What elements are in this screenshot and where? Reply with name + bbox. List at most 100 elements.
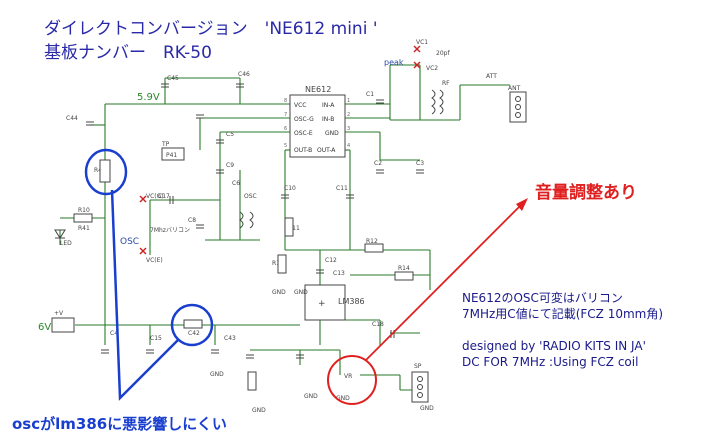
lm386-polarity: + <box>318 299 326 309</box>
power-switch: +V <box>51 310 75 333</box>
label-c2: C2 <box>374 160 382 167</box>
highlight-r40 <box>84 148 128 196</box>
resistors <box>73 159 414 391</box>
note-line-3: designed by 'RADIO KITS IN JA' <box>462 339 646 353</box>
label-c11: C11 <box>336 185 348 192</box>
label-vc-g: VC(G) <box>146 193 164 200</box>
label-r12: R12 <box>366 238 378 245</box>
label-c15: C15 <box>150 335 162 342</box>
label-sp: SP <box>414 363 422 370</box>
power-switch-label: +V <box>54 310 64 317</box>
led-symbol <box>54 229 66 239</box>
ic-ne612: NE612 VCC OSC-G OSC-E OUT-B IN-A IN-B GN… <box>284 85 350 158</box>
red-arrowhead <box>516 198 528 211</box>
label-20pf: 20pf <box>436 50 450 57</box>
note-line-2: 7MHz用C値にて記載(FCZ 10mm角) <box>462 307 664 321</box>
label-att: ATT <box>486 73 497 80</box>
label-c9: C9 <box>226 162 234 169</box>
label-c17: C17 <box>158 193 170 200</box>
pin-gnd: GND <box>325 130 339 137</box>
callout-osc: oscがlm386に悪影響しにくい <box>12 415 227 433</box>
gnd-4: GND <box>252 407 266 414</box>
label-c13: C13 <box>333 270 345 277</box>
lm386-label: LM386 <box>338 297 365 306</box>
connector-sp <box>411 371 429 403</box>
capacitors <box>86 83 424 359</box>
pin-num-5: 5 <box>284 143 287 149</box>
label-c5: C5 <box>226 131 234 138</box>
label-ant: ANT <box>508 85 521 92</box>
connector-ant <box>509 91 527 123</box>
label-vr: VR <box>344 373 352 380</box>
gnd-1: GND <box>272 289 286 296</box>
label-vc1: VC1 <box>416 39 428 46</box>
notes-block: NE612のOSC可変はバリコン 7MHz用C値にて記載(FCZ 10mm角) … <box>462 290 663 370</box>
label-c8: C8 <box>188 217 196 224</box>
note-line-1: NE612のOSC可変はバリコン <box>462 291 623 305</box>
gnd-3: GND <box>210 371 224 378</box>
gnd-labels: GND GND GND GND GND GND GND <box>210 289 434 414</box>
label-tp-val: P41 <box>166 152 177 159</box>
label-rf: RF <box>442 80 450 87</box>
label-tp: TP <box>161 141 170 148</box>
label-c42: C42 <box>188 330 200 337</box>
label-c3: C3 <box>416 160 424 167</box>
note-line-4: DC FOR 7MHz :Using FCZ coil <box>462 355 639 369</box>
label-c4: C4 <box>110 330 118 337</box>
label-r14: R14 <box>398 265 410 272</box>
blue-pointer <box>110 189 179 401</box>
gnd-5: GND <box>304 393 318 400</box>
label-c46: C46 <box>238 71 250 78</box>
varicon-markers <box>139 45 421 255</box>
callout-volume: 音量調整あり <box>535 183 637 203</box>
pin-num-7: 7 <box>284 112 287 118</box>
gnd-6: GND <box>336 395 350 402</box>
label-osc-varicon: 7Mhzバリコン <box>150 227 190 234</box>
gnd-2: GND <box>294 289 308 296</box>
pin-num-6: 6 <box>284 126 287 132</box>
test-point: P41 TP <box>161 141 185 161</box>
gnd-7: GND <box>420 405 434 412</box>
pin-in-a: IN-A <box>322 102 335 109</box>
label-c6: C6 <box>232 180 240 187</box>
label-r10: R10 <box>78 207 90 214</box>
wires <box>59 64 510 391</box>
component-labels: C45 C46 C44 C4 C1 C2 C3 C5 C9 C10 C11 C1… <box>60 39 521 380</box>
annotations <box>84 148 528 405</box>
label-osc-coil: OSC <box>244 193 257 200</box>
label-c45: C45 <box>167 75 179 82</box>
pin-osc-g: OSC-G <box>294 116 314 123</box>
label-led: LED <box>60 240 72 247</box>
highlight-r42 <box>170 303 214 347</box>
pin-num-8: 8 <box>284 98 287 104</box>
label-c44: C44 <box>66 115 78 122</box>
label-r41: R41 <box>78 225 90 232</box>
coils <box>239 89 444 229</box>
label-c18: C18 <box>372 321 384 328</box>
pin-num-3: 3 <box>347 126 350 132</box>
label-osc-var: OSC <box>120 237 139 247</box>
ne612-label: NE612 <box>305 85 331 94</box>
label-peak: peak <box>384 58 404 67</box>
label-c1: C1 <box>366 91 374 98</box>
pin-osc-e: OSC-E <box>294 130 313 137</box>
label-vc2: VC2 <box>426 65 438 72</box>
pin-out-a: OUT-A <box>317 147 336 154</box>
highlight-vr <box>327 355 377 405</box>
title-line-1: ダイレクトコンバージョン 'NE612 mini ' <box>44 19 378 39</box>
rail-5v9: 5.9V <box>137 92 160 103</box>
label-c10: C10 <box>284 185 296 192</box>
label-c43: C43 <box>224 335 236 342</box>
pin-out-b: OUT-B <box>294 147 312 154</box>
title-line-2: 基板ナンバー RK-50 <box>44 43 212 63</box>
label-vc-e: VC(E) <box>146 257 163 264</box>
label-c12: C12 <box>325 257 337 264</box>
ic-lm386: LM386 + <box>304 284 365 321</box>
pin-num-1: 1 <box>347 98 350 104</box>
pin-num-2: 2 <box>347 112 350 118</box>
pin-num-4: 4 <box>347 143 350 149</box>
pin-in-b: IN-B <box>322 116 334 123</box>
pin-vcc: VCC <box>294 102 306 109</box>
red-pointer <box>365 205 521 361</box>
